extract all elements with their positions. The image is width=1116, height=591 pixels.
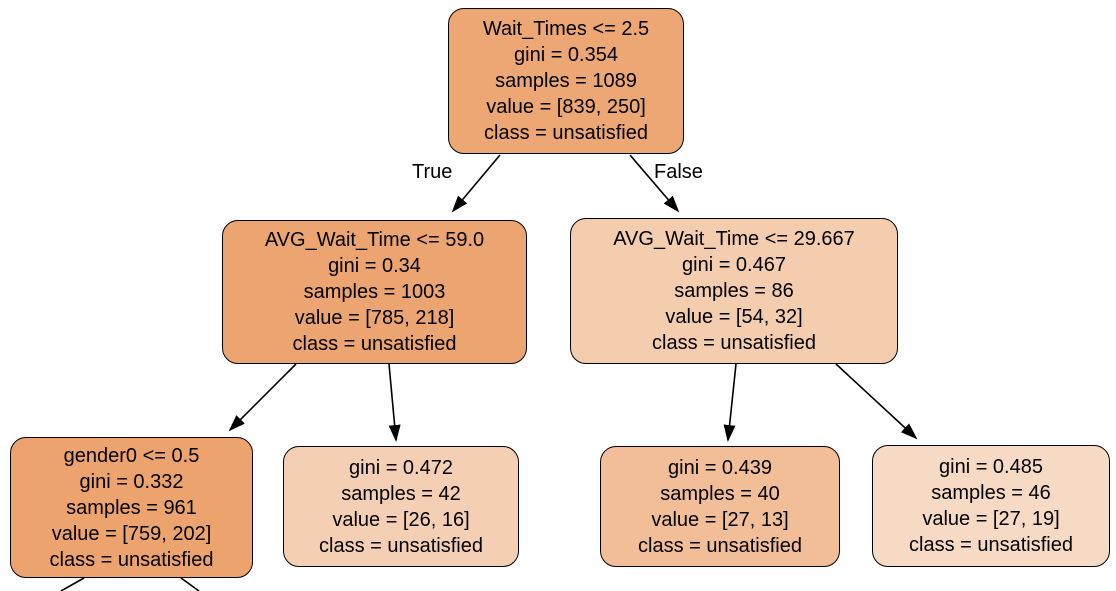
node-value: value = [839, 250] bbox=[486, 96, 646, 118]
node-value: value = [27, 13] bbox=[651, 508, 789, 531]
node-class: class = unsatisfied bbox=[292, 333, 457, 355]
tree-node-right-split: AVG_Wait_Time <= 29.667 gini = 0.467 sam… bbox=[570, 218, 898, 364]
edge-left-split-to-leaf-1 bbox=[388, 363, 401, 442]
edge-right-split-to-leaf-3 bbox=[835, 363, 918, 440]
node-samples: samples = 961 bbox=[66, 496, 197, 519]
node-samples: samples = 1089 bbox=[495, 70, 637, 92]
node-class: class = unsatisfied bbox=[652, 332, 816, 354]
edge-root-to-left-split bbox=[451, 154, 501, 213]
node-class: class = unsatisfied bbox=[319, 534, 483, 557]
node-value: value = [785, 218] bbox=[294, 307, 455, 329]
node-class: class = unsatisfied bbox=[484, 122, 648, 144]
edge-left-split-to-gender0 bbox=[228, 363, 297, 432]
node-class: class = unsatisfied bbox=[638, 534, 802, 557]
node-value: value = [26, 16] bbox=[332, 508, 470, 531]
tree-node-left-split: AVG_Wait_Time <= 59.0 gini = 0.34 sample… bbox=[222, 220, 527, 364]
node-samples: samples = 46 bbox=[931, 482, 1051, 504]
node-gini: gini = 0.354 bbox=[514, 44, 618, 66]
tree-leaf-2: gini = 0.439 samples = 40 value = [27, 1… bbox=[600, 446, 840, 567]
branch-label-true: True bbox=[412, 161, 453, 183]
tree-leaf-1: gini = 0.472 samples = 42 value = [26, 1… bbox=[283, 446, 519, 567]
edge-gender0-to-offscreen-right bbox=[180, 577, 200, 591]
node-condition: AVG_Wait_Time <= 59.0 bbox=[264, 229, 485, 251]
node-samples: samples = 40 bbox=[660, 482, 780, 505]
tree-node-gender0-split: gender0 <= 0.5 gini = 0.332 samples = 96… bbox=[10, 437, 253, 578]
node-gini: gini = 0.34 bbox=[328, 255, 421, 277]
node-value: value = [54, 32] bbox=[665, 306, 803, 328]
tree-leaf-3: gini = 0.485 samples = 46 value = [27, 1… bbox=[872, 445, 1110, 567]
node-samples: samples = 86 bbox=[674, 280, 794, 302]
node-gini: gini = 0.439 bbox=[668, 456, 772, 479]
node-condition: Wait_Times <= 2.5 bbox=[482, 18, 650, 40]
node-class: class = unsatisfied bbox=[909, 534, 1073, 556]
node-condition: gender0 <= 0.5 bbox=[63, 444, 200, 467]
node-gini: gini = 0.332 bbox=[79, 470, 184, 493]
edge-right-split-to-leaf-2 bbox=[723, 363, 737, 442]
node-samples: samples = 1003 bbox=[303, 281, 446, 303]
branch-label-false: False bbox=[654, 161, 703, 183]
node-value: value = [27, 19] bbox=[922, 508, 1060, 530]
node-samples: samples = 42 bbox=[341, 482, 461, 505]
node-value: value = [759, 202] bbox=[51, 522, 212, 545]
node-gini: gini = 0.467 bbox=[682, 254, 786, 276]
node-gini: gini = 0.472 bbox=[349, 456, 453, 479]
node-class: class = unsatisfied bbox=[49, 548, 214, 571]
node-gini: gini = 0.485 bbox=[939, 456, 1043, 478]
node-condition: AVG_Wait_Time <= 29.667 bbox=[613, 228, 855, 250]
tree-node-root: Wait_Times <= 2.5 gini = 0.354 samples =… bbox=[448, 8, 684, 154]
edge-gender0-to-offscreen-left bbox=[60, 577, 85, 591]
